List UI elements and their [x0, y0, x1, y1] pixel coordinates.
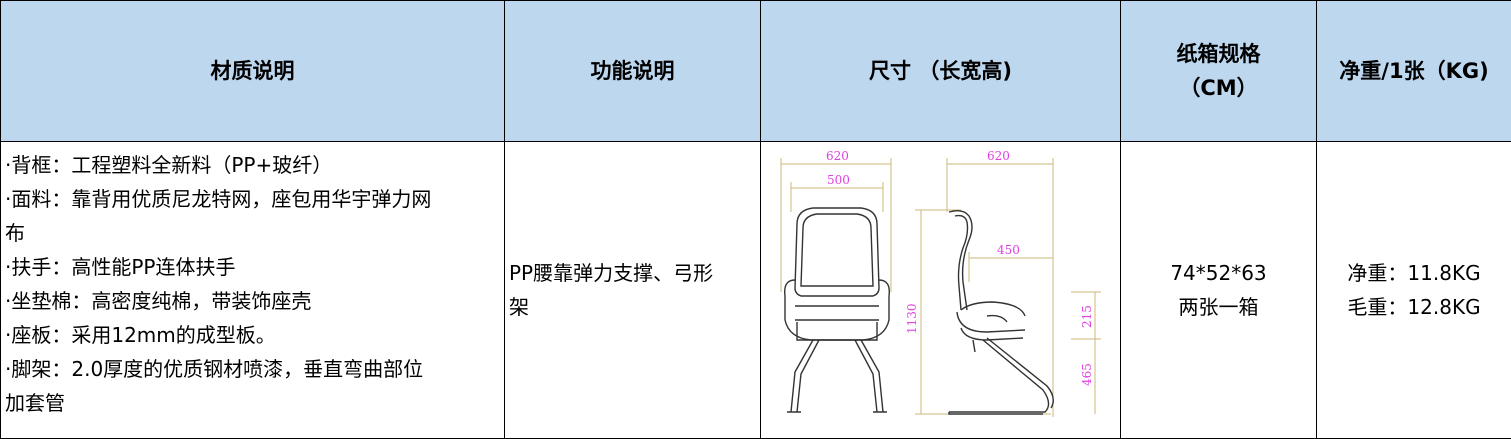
- front-width-inner-label: 500: [827, 173, 850, 187]
- material-line: ·座板：采用12mm的成型板。: [5, 318, 500, 352]
- function-cell: PP腰靠弹力支撑、弓形 架: [505, 142, 761, 439]
- header-row: 材质说明 功能说明 尺寸 （长宽高) 纸箱规格 （CM） 净重/1张（KG): [1, 1, 1511, 142]
- armrest-height-label: 215: [1080, 305, 1094, 328]
- header-size: 尺寸 （长宽高): [761, 1, 1121, 142]
- carton-note: 两张一箱: [1179, 295, 1259, 319]
- material-line: ·脚架：2.0厚度的优质钢材喷漆，垂直弯曲部位: [5, 352, 500, 386]
- chair-front-view: [785, 208, 890, 412]
- header-carton-line1: 纸箱规格: [1177, 42, 1261, 66]
- size-drawing-cell: 620 500 620 450 1130 215 465: [761, 142, 1121, 439]
- material-line: ·背框：工程塑料全新料（PP+玻纤）: [5, 148, 500, 182]
- header-function: 功能说明: [505, 1, 761, 142]
- weight-cell: 净重：11.8KG 毛重：12.8KG: [1317, 142, 1511, 439]
- function-line2: 架: [509, 295, 529, 319]
- header-weight: 净重/1张（KG): [1317, 1, 1511, 142]
- material-line: 布: [5, 216, 500, 250]
- material-line: 加套管: [5, 386, 500, 420]
- chair-side-view: [949, 211, 1053, 414]
- material-line: ·面料：靠背用优质尼龙特网，座包用华宇弹力网: [5, 182, 500, 216]
- material-cell: ·背框：工程塑料全新料（PP+玻纤） ·面料：靠背用优质尼龙特网，座包用华宇弹力…: [1, 142, 505, 439]
- header-material: 材质说明: [1, 1, 505, 142]
- gross-weight: 毛重：12.8KG: [1347, 295, 1480, 319]
- seat-depth-label: 450: [997, 243, 1020, 257]
- net-weight: 净重：11.8KG: [1347, 261, 1480, 285]
- chair-dimension-drawing: 620 500 620 450 1130 215 465: [761, 142, 1119, 428]
- side-depth-label: 620: [987, 149, 1010, 163]
- table-row: ·背框：工程塑料全新料（PP+玻纤） ·面料：靠背用优质尼龙特网，座包用华宇弹力…: [1, 142, 1511, 439]
- header-carton: 纸箱规格 （CM）: [1121, 1, 1317, 142]
- carton-cell: 74*52*63 两张一箱: [1121, 142, 1317, 439]
- seat-height-label: 465: [1080, 363, 1094, 386]
- total-height-label: 1130: [905, 303, 919, 334]
- header-carton-line2: （CM）: [1179, 76, 1257, 100]
- carton-size: 74*52*63: [1170, 261, 1266, 285]
- material-line: ·坐垫棉：高密度纯棉，带装饰座壳: [5, 284, 500, 318]
- function-line1: PP腰靠弹力支撑、弓形: [509, 261, 713, 285]
- material-line: ·扶手：高性能PP连体扶手: [5, 250, 500, 284]
- front-width-outer-label: 620: [826, 149, 849, 163]
